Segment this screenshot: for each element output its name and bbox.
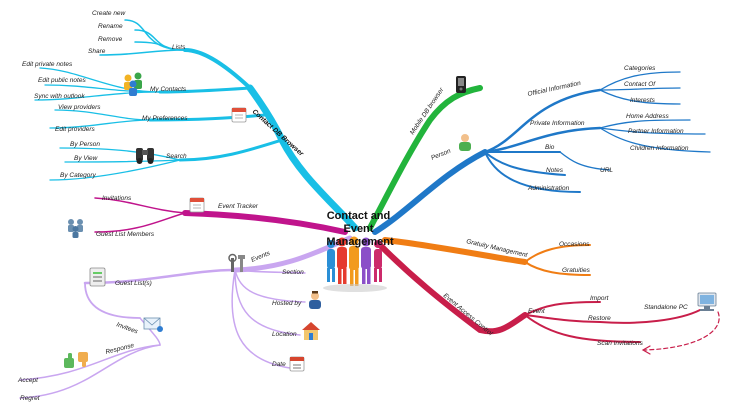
person-bio: Bio [545,144,555,151]
my-contacts-public-notes: Edit public notes [38,77,86,84]
my-preferences-label: My Preferences [142,115,188,122]
events-invitees: Invitees [115,321,139,335]
branch-events [19,235,353,399]
event-tracker-icon [189,197,205,213]
private-partner-info: Partner Information [628,128,684,135]
lists-remove: Remove [98,36,123,43]
envelope-icon [143,317,163,332]
events-date: Date [272,361,286,368]
event-tracker-invitations: Invitations [102,195,132,202]
pref-edit-providers: Edit providers [55,126,95,133]
branch-gratuity [382,237,591,276]
person-url: URL [600,167,613,174]
contacts-icon [124,72,142,96]
mobile-phone-icon [456,76,466,93]
my-contacts-private-notes: Edit private notes [22,61,73,68]
access-restore: Restore [588,315,611,322]
event-tracker-label: Event Tracker [218,203,259,210]
center-title: Contact and Event Management [326,210,394,248]
my-contacts-label: My Contacts [150,86,187,93]
branch-mobile [367,85,483,231]
center-people-icon [323,236,387,292]
response-accept: Accept [17,377,39,384]
gratuity-occasions: Occasions [559,241,590,248]
lists-create-new: Create new [92,10,127,17]
access-standalone-pc: Standalone PC [644,304,688,311]
calendar-icon [231,107,247,123]
search-label: Search [166,153,187,160]
my-contacts-sync: Sync with outlook [34,93,85,100]
access-import: Import [590,295,610,302]
search-by-person: By Person [70,141,100,148]
events-section: Section [282,269,304,276]
private-children-info: Children Information [630,145,689,152]
search-by-category: By Category [60,172,97,179]
guest-list-icon [89,267,106,287]
branch-event-tracker [94,197,348,235]
gratuity-gratuities: Gratuities [562,267,591,274]
contact-db-label: Contact DB Browser [251,108,305,158]
official-contact-of: Contact Of [624,81,656,88]
events-location: Location [272,331,297,338]
person-label: Person [430,148,452,162]
events-label: Events [250,250,272,264]
events-guest-list: Guest List(s) [115,280,152,287]
event-tracker-guest-list: Guest List Members [96,231,155,238]
guest-list-members-icon [68,219,83,238]
branch-access [377,242,720,355]
lists-rename: Rename [98,23,123,30]
private-home-address: Home Address [626,113,669,120]
host-icon [309,291,321,309]
access-event: Event [528,308,546,315]
access-scan-invitations: Scan Invitations [597,340,644,347]
binoculars-icon [136,148,154,164]
person-icon [459,134,471,151]
lists-share: Share [88,48,106,55]
official-interests: Interests [630,97,656,104]
official-categories: Categories [624,65,656,72]
tools-icon [228,253,245,272]
private-info-label: Private Information [530,120,585,127]
search-by-view: By View [74,155,99,162]
person-administration: Administration [527,185,570,192]
pref-view-providers: View providers [58,104,101,111]
response-regret: Regret [20,395,41,402]
pc-icon [697,292,717,311]
events-hosted-by: Hosted by [272,300,302,307]
house-icon [302,322,320,340]
thumbs-icon [64,352,88,368]
person-notes: Notes [546,167,564,174]
branch-contact-db [34,19,359,232]
lists-label: Lists [172,44,186,51]
date-icon [289,356,305,372]
access-label: Event Access Control [442,292,494,338]
branch-person [372,71,711,235]
